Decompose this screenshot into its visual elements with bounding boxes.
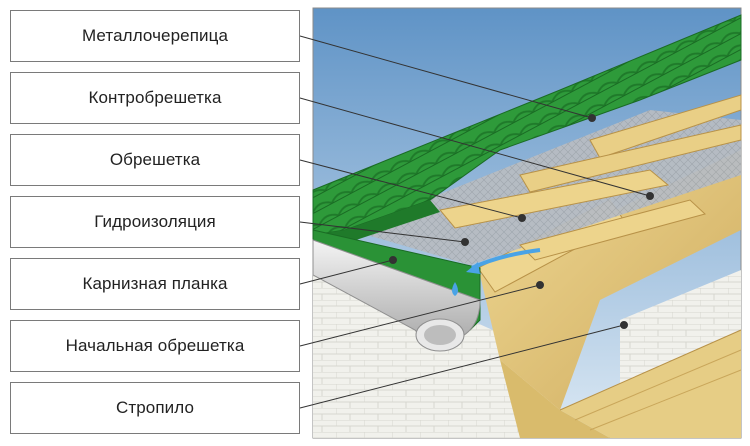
leader-starter-batten <box>299 284 541 347</box>
label-counter-batten-text: Контробрешетка <box>88 88 222 107</box>
leader-waterproofing <box>299 221 466 243</box>
batten-1 <box>439 169 670 229</box>
label-eaves-strip: Карнизная планка <box>10 258 300 310</box>
label-starter-batten: Начальная обрешетка <box>10 320 300 372</box>
water-drop-icon <box>452 282 458 296</box>
label-metal-tile-text: Металлочерепица <box>81 26 229 45</box>
leader-metal-tile <box>299 35 593 119</box>
label-starter-batten-text: Начальная обрешетка <box>65 336 245 355</box>
rafter-side <box>500 360 610 438</box>
leader-rafter <box>299 324 625 409</box>
label-eaves-strip-text: Карнизная планка <box>82 274 228 293</box>
roof-edge-shadow <box>313 200 440 247</box>
counter-batten-1 <box>589 94 742 159</box>
leader-counter-batten <box>299 97 651 197</box>
batten-3 <box>519 199 706 261</box>
soffit-boards <box>560 330 741 438</box>
roof-illustration <box>312 7 742 439</box>
leader-eaves-strip <box>299 259 394 285</box>
leader-lines <box>299 35 654 409</box>
label-rafter: Стропило <box>10 382 300 434</box>
label-batten-text: Обрешетка <box>109 150 201 169</box>
label-counter-batten: Контробрешетка <box>10 72 300 124</box>
label-metal-tile: Металлочерепица <box>10 10 300 62</box>
label-batten: Обрешетка <box>10 134 300 186</box>
label-rafter-text: Стропило <box>115 398 195 417</box>
label-waterproofing: Гидроизоляция <box>10 196 300 248</box>
leader-batten <box>299 159 523 219</box>
label-waterproofing-text: Гидроизоляция <box>94 212 216 231</box>
